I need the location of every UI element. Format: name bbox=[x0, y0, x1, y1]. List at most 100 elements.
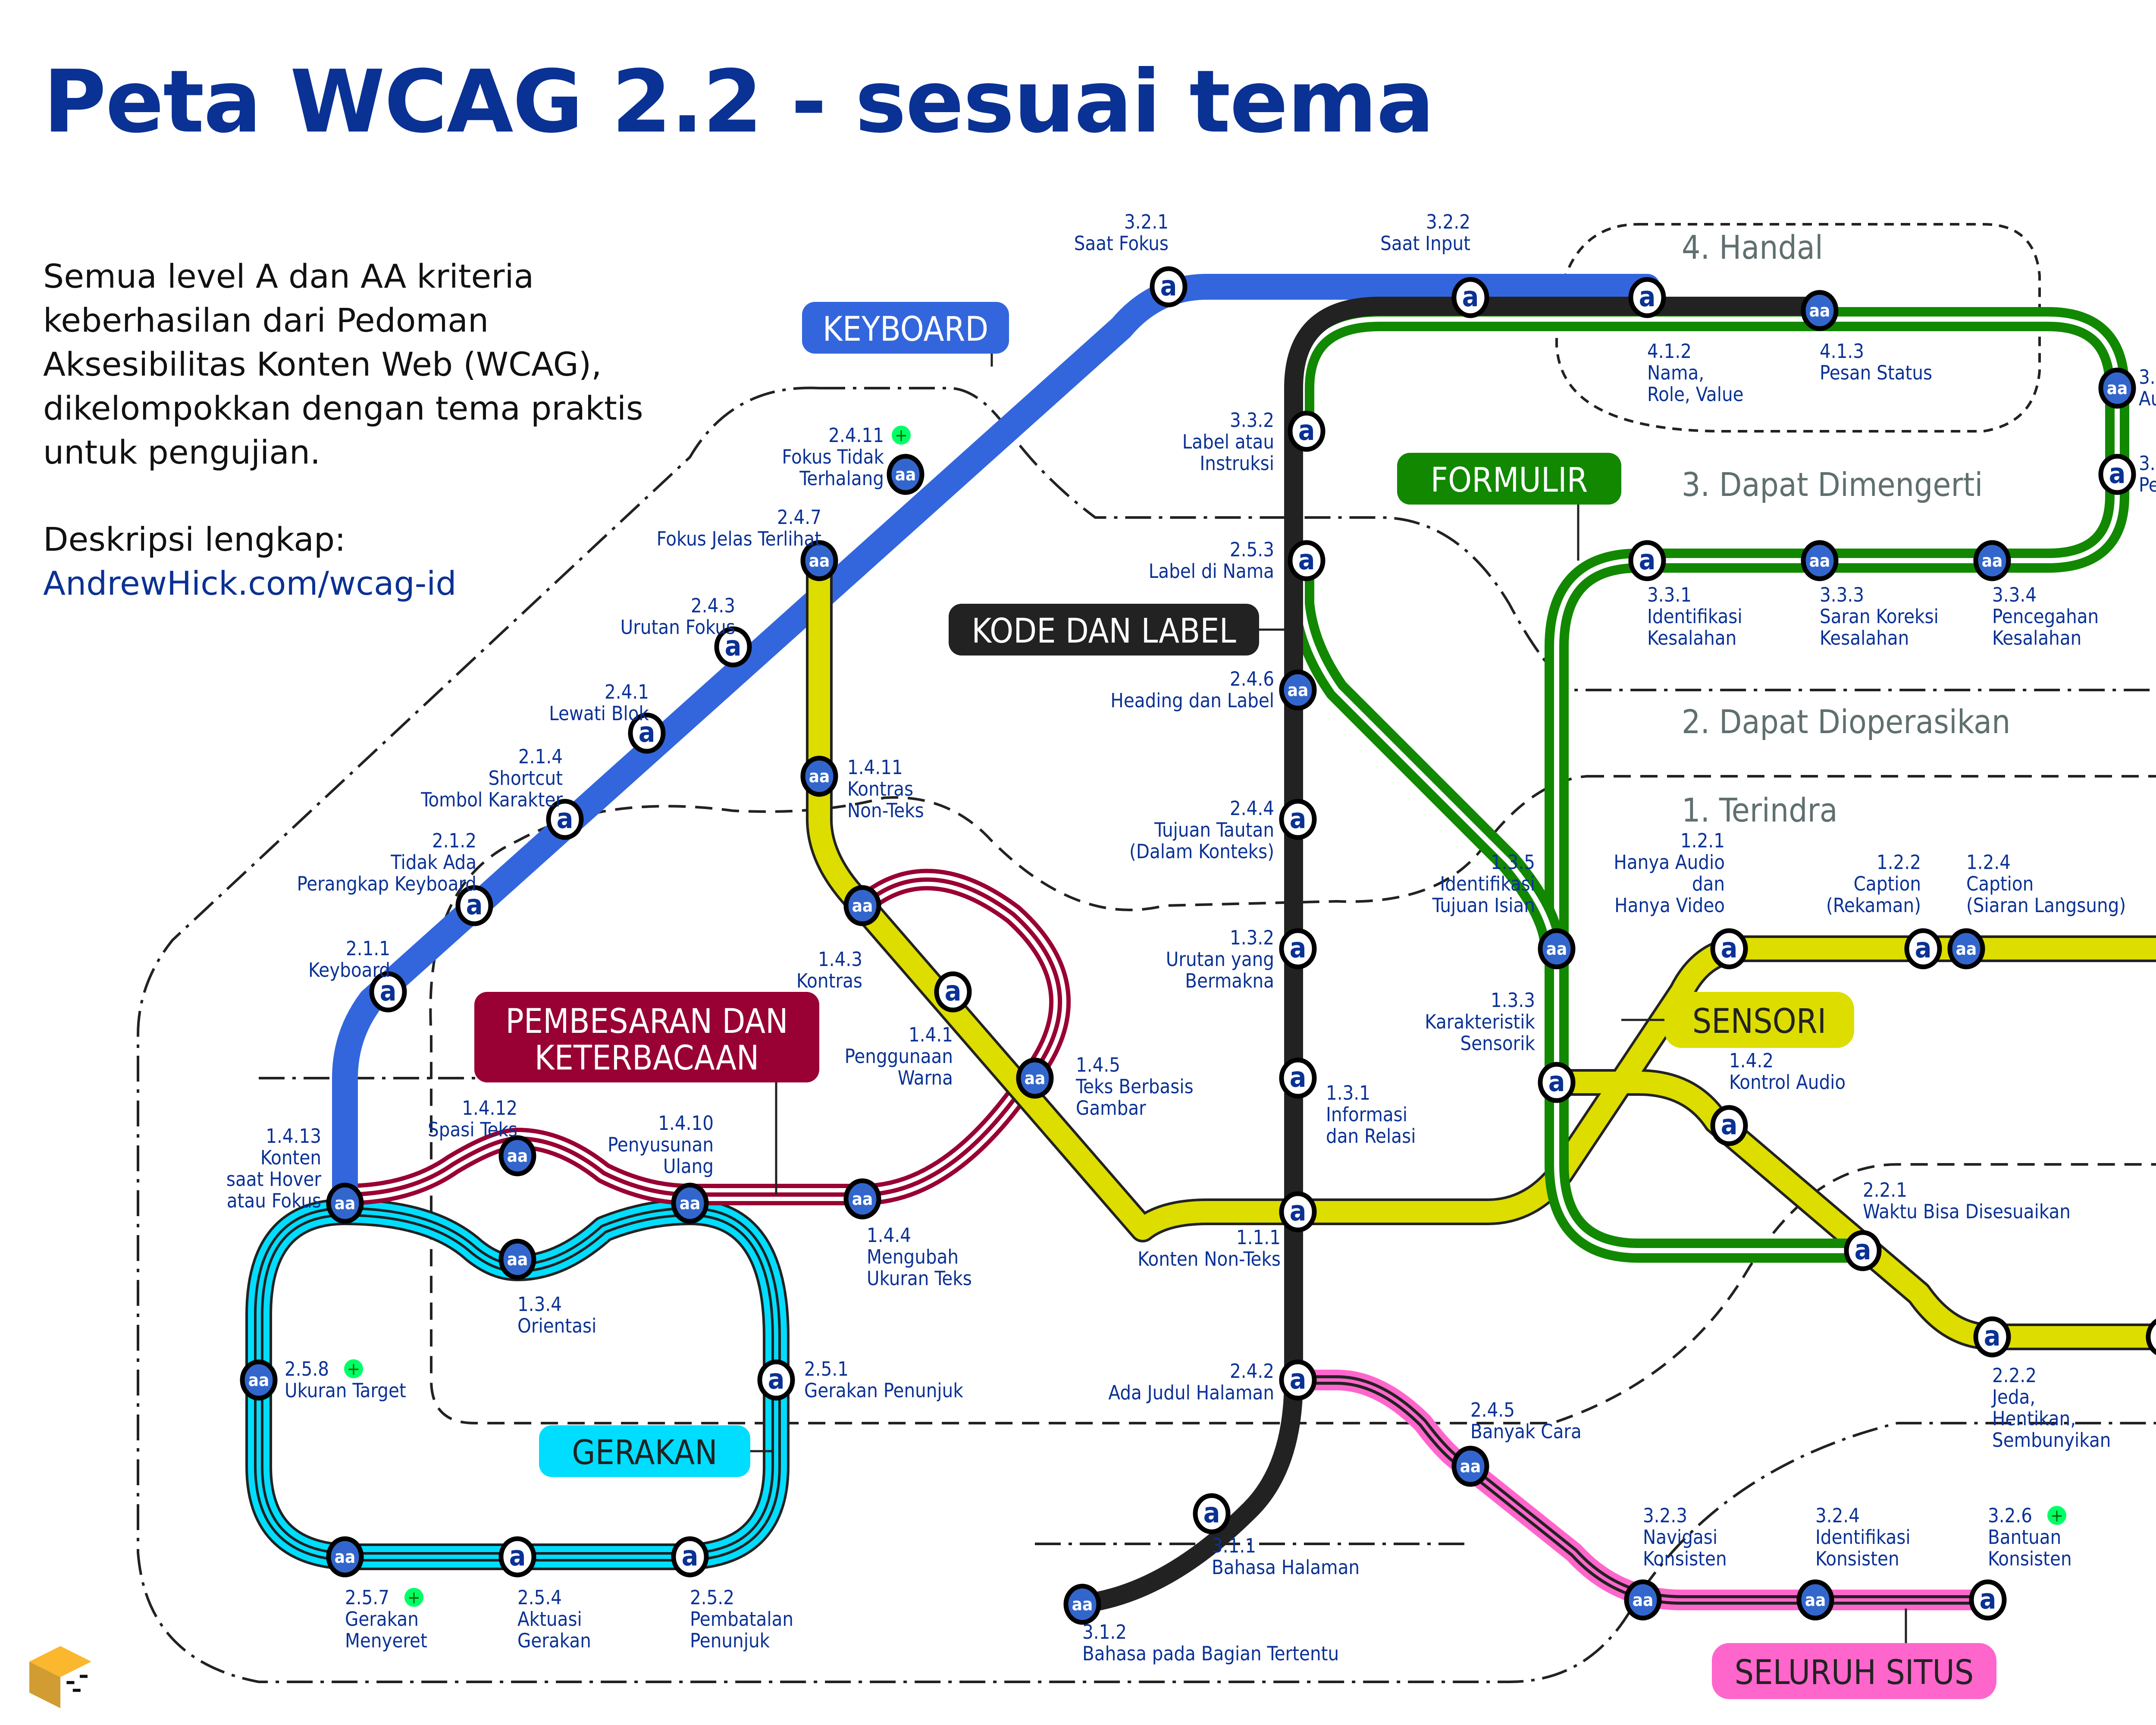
station-2-3-1[interactable]: a2.3.1Tiga Kejapanatau di BawahAmbang Ba… bbox=[2146, 1318, 2156, 1452]
station-name: Kesalahan bbox=[1992, 627, 2081, 649]
station-number: 1.2.4 bbox=[1966, 851, 2011, 874]
station-name: Gerakan bbox=[345, 1608, 419, 1631]
level-a-station-icon bbox=[498, 1536, 536, 1578]
level-aa-station-icon bbox=[1973, 540, 2011, 581]
station-number: 1.3.5 bbox=[1491, 851, 1535, 874]
station-number: 2.4.1 bbox=[605, 681, 649, 703]
station-name: Sembunyikan bbox=[1992, 1429, 2111, 1452]
station-name: Saran Koreksi bbox=[1820, 605, 1939, 628]
station-number: 2.1.4 bbox=[518, 745, 563, 768]
page-title: Peta WCAG 2.2 - sesuai tema bbox=[43, 52, 1435, 152]
station-number: 3.1.1 bbox=[1212, 1534, 1256, 1557]
level-a-station-icon bbox=[1628, 277, 1666, 318]
level-a-station-icon bbox=[1710, 1105, 1748, 1146]
intro-paragraph: Semua level A dan AA kriteria keberhasil… bbox=[43, 257, 643, 471]
station-number: 1.4.12 bbox=[462, 1097, 517, 1120]
station-name: Jeda, bbox=[1991, 1386, 2035, 1408]
station-number: 2.5.4 bbox=[517, 1586, 562, 1609]
level-a-station-icon bbox=[1288, 540, 1326, 581]
station-name: Instruksi bbox=[1200, 452, 1274, 475]
station-3-3-7[interactable]: a3.3.7+Pengisian Redundan bbox=[2098, 452, 2156, 496]
level-aa-station-icon bbox=[326, 1536, 364, 1578]
station-3-3-8[interactable]: aa3.3.8+Autentikasi yang Aksesibel bbox=[2098, 366, 2156, 410]
station-level-glyph: a bbox=[1290, 1364, 1307, 1396]
station-level-glyph: aa bbox=[852, 1189, 873, 1209]
new-badge-plus: + bbox=[895, 426, 908, 445]
level-aa-station-icon bbox=[1801, 540, 1839, 581]
station-name: Ada Judul Halaman bbox=[1108, 1381, 1274, 1404]
station-number: 3.1.2 bbox=[1082, 1621, 1127, 1643]
region-boundary-handal bbox=[1555, 223, 2041, 433]
level-aa-station-icon bbox=[1624, 1579, 1662, 1621]
description-link[interactable]: AndrewHick.com/wcag-id bbox=[43, 564, 457, 602]
station-name: Banyak Cara bbox=[1470, 1420, 1582, 1443]
station-name: Pengisian Redundan bbox=[2139, 474, 2156, 496]
station-name: Kesalahan bbox=[1820, 627, 1909, 649]
level-a-station-icon bbox=[628, 712, 666, 754]
station-number: 2.4.6 bbox=[1230, 668, 1274, 690]
level-a-station-icon bbox=[1279, 1191, 1317, 1233]
station-name: Urutan yang bbox=[1166, 948, 1274, 971]
station-number: 1.2.1 bbox=[1680, 829, 1725, 852]
station-level-glyph: aa bbox=[1288, 681, 1309, 700]
station-name: atau Fokus bbox=[227, 1189, 321, 1212]
station-level-glyph: aa bbox=[1805, 1590, 1826, 1610]
level-a-station-icon bbox=[1628, 540, 1666, 581]
level-aa-station-icon bbox=[326, 1182, 364, 1224]
station-name: Urutan Fokus bbox=[620, 616, 735, 639]
level-aa-station-icon bbox=[2098, 367, 2136, 409]
station-level-glyph: a bbox=[1548, 1066, 1565, 1098]
